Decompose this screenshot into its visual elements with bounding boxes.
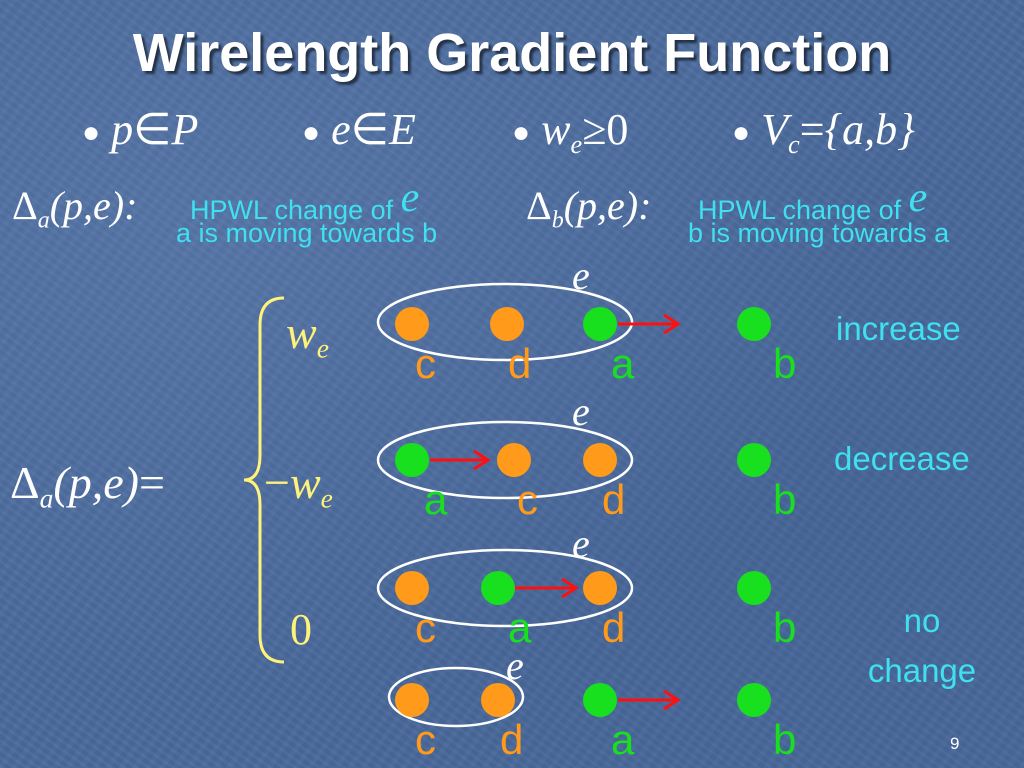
net-label-row2: e: [572, 389, 590, 434]
result-no-change-line1: no: [903, 602, 941, 639]
case-increase-weight: we: [286, 307, 329, 364]
net-label-row1: e: [572, 253, 590, 298]
pin-r3-2: [481, 571, 515, 605]
pin-label-r4-4: b: [773, 716, 797, 763]
pin-r1-1: [395, 307, 429, 341]
page-number: 9: [950, 734, 960, 753]
pin-r2-3: [583, 443, 617, 477]
pin-r2-2: [497, 443, 531, 477]
delta-a-definition: Δa(p,e):: [12, 183, 138, 234]
slide-title: Wirelength Gradient Function: [132, 23, 892, 83]
pin-r1-3: [583, 307, 617, 341]
condition-p-in-P: ● p∈P: [82, 105, 199, 154]
delta-a-desc-line1: HPWL change of e: [190, 175, 420, 225]
pin-label-r1-3: a: [611, 340, 635, 387]
net-outline-row1: [376, 282, 634, 362]
arrow-head-icon: [561, 577, 579, 599]
arrow-head-icon: [663, 689, 681, 711]
result-decrease: decrease: [834, 440, 970, 477]
piecewise-brace: [243, 296, 285, 664]
delta-a-desc-line2: a is moving towards b: [176, 218, 438, 248]
pin-label-r2-3: d: [602, 476, 626, 523]
net-outline-row4: [387, 666, 525, 728]
pin-r1-4: [737, 307, 771, 341]
bullet-icon: ●: [732, 116, 751, 149]
delta-b-desc-line2: b is moving towards a: [688, 218, 950, 248]
result-no-change-line2: change: [867, 652, 977, 689]
pin-r3-1: [395, 571, 429, 605]
pin-r3-3: [583, 571, 617, 605]
bullet-icon: ●: [82, 116, 101, 149]
pin-r4-2: [481, 683, 515, 717]
bullet-icon: ●: [512, 116, 531, 149]
arrow-head-icon: [663, 313, 681, 335]
pin-label-r4-2: d: [500, 716, 524, 763]
net-label-row3: e: [572, 521, 590, 566]
condition-vc-set: ● Vc={a,b}: [732, 105, 915, 160]
pin-label-r3-1: c: [415, 604, 436, 651]
pin-r4-4: [737, 683, 771, 717]
pin-label-r1-2: d: [508, 340, 532, 387]
pin-r4-3: [583, 683, 617, 717]
pin-label-r1-4: b: [773, 340, 797, 387]
pin-label-r2-1: a: [424, 476, 448, 523]
pin-r1-2: [490, 307, 524, 341]
net-outline-row2: [376, 420, 634, 500]
condition-weight-nonneg: ● we≥0: [512, 105, 629, 160]
pin-label-r2-4: b: [773, 476, 797, 523]
delta-b-desc-line1: HPWL change of e: [698, 175, 928, 225]
delta-b-definition: Δb(p,e):: [526, 183, 652, 234]
pin-label-r3-4: b: [773, 604, 797, 651]
condition-e-in-E: ● e∈E: [302, 105, 416, 154]
pin-r4-1: [395, 683, 429, 717]
pin-label-r3-3: d: [602, 604, 626, 651]
case-no-change-value: 0: [290, 605, 312, 654]
pin-label-r4-1: c: [415, 716, 436, 763]
pin-label-r2-2: c: [517, 476, 538, 523]
equation-lhs: Δa(p,e)=: [10, 457, 165, 514]
bullet-icon: ●: [302, 116, 321, 149]
pin-label-r4-3: a: [611, 716, 635, 763]
result-increase: increase: [836, 310, 961, 347]
pin-r2-1: [395, 443, 429, 477]
pin-r3-4: [737, 571, 771, 605]
pin-r2-4: [737, 443, 771, 477]
net-label-row4: e: [506, 643, 524, 688]
case-decrease-weight: −we: [264, 457, 333, 514]
net-outline-row3: [376, 548, 634, 628]
arrow-head-icon: [473, 449, 491, 471]
pin-label-r1-1: c: [415, 340, 436, 387]
pin-label-r3-2: a: [508, 604, 532, 651]
